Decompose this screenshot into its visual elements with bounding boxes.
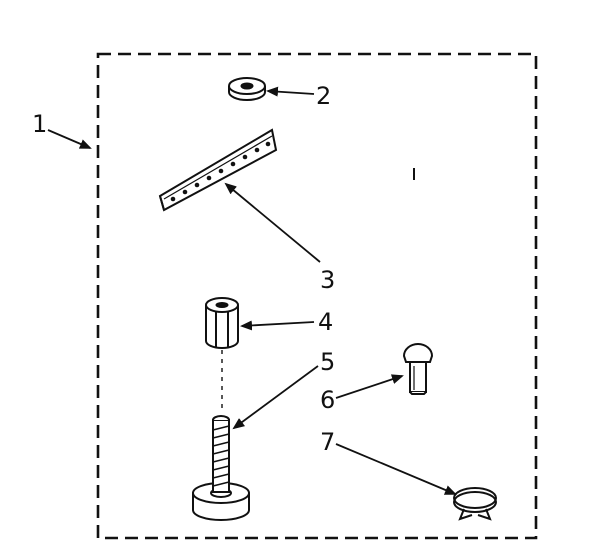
- callout-4: 4: [318, 308, 333, 336]
- leader-4: [240, 320, 315, 331]
- callout-5: 5: [320, 348, 335, 376]
- callout-3: 3: [320, 266, 335, 294]
- leader-2: [266, 86, 315, 97]
- hose-clamp-part: [453, 487, 497, 521]
- leader-6: [335, 374, 404, 399]
- leader-3: [224, 182, 321, 263]
- callout-1: 1: [32, 110, 47, 138]
- kit-boundary: [96, 52, 538, 540]
- washer-part: [228, 77, 266, 101]
- callout-2: 2: [316, 82, 331, 110]
- leader-5: [232, 365, 319, 430]
- callout-6: 6: [320, 386, 335, 414]
- leader-7: [335, 443, 457, 495]
- coupling-nut-part: [205, 297, 239, 349]
- leveling-leg-part: [192, 415, 250, 521]
- leader-arrows: [47, 86, 457, 495]
- screw-part: [402, 343, 434, 395]
- leader-1: [47, 129, 92, 149]
- bracket-part: [158, 128, 278, 212]
- callout-7: 7: [320, 428, 335, 456]
